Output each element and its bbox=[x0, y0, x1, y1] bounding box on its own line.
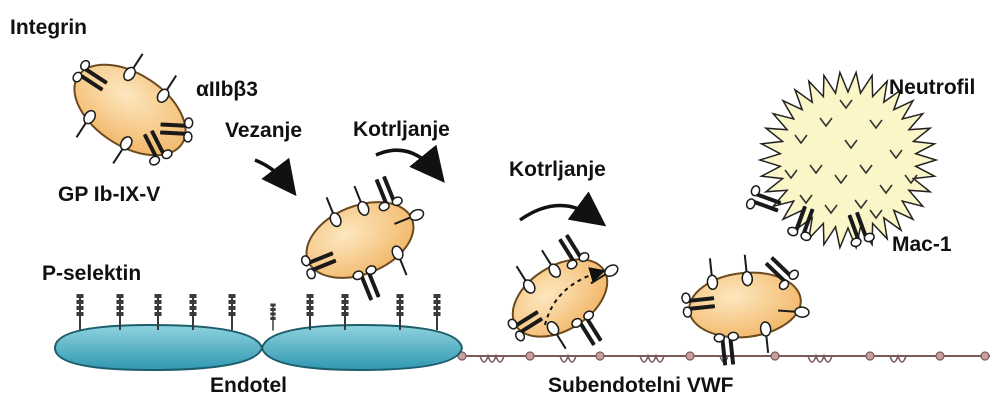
label-subendotelni-vwf: Subendotelni VWF bbox=[548, 375, 733, 396]
label-kotrljanje-1: Kotrljanje bbox=[353, 119, 450, 140]
label-neutrofil: Neutrofil bbox=[889, 77, 975, 98]
rolling-arrow-1 bbox=[376, 150, 436, 172]
label-kotrljanje-2: Kotrljanje bbox=[509, 159, 606, 180]
platelet-resting bbox=[45, 29, 217, 193]
platelet-rolling bbox=[484, 221, 646, 378]
rolling-arrow-2 bbox=[520, 205, 595, 220]
label-aIIbB3: αIIbβ3 bbox=[196, 79, 258, 100]
label-endotel: Endotel bbox=[210, 375, 287, 396]
platelet-adherent bbox=[678, 249, 814, 370]
binding-arrow bbox=[255, 160, 288, 185]
label-p-selektin: P-selektin bbox=[42, 263, 141, 284]
label-vezanje: Vezanje bbox=[225, 120, 302, 141]
label-gp-ib-ix-v: GP Ib-IX-V bbox=[58, 184, 160, 205]
endothelium bbox=[55, 325, 462, 370]
label-mac-1: Mac-1 bbox=[892, 234, 952, 255]
label-integrin: Integrin bbox=[10, 17, 87, 38]
